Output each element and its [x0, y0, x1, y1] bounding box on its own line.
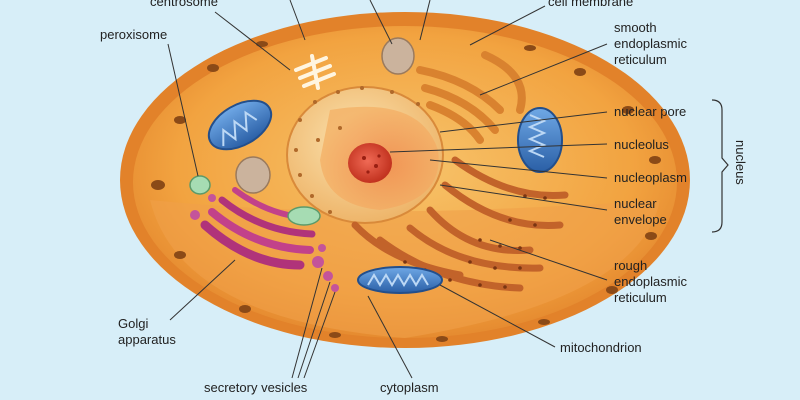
nuclear-pores — [294, 86, 420, 214]
label-mitochondrion: mitochondrion — [560, 340, 642, 355]
peroxisome-shape — [189, 175, 211, 195]
label-rough-er-line1: rough — [614, 258, 648, 273]
label-smooth-er: smooth endoplasmic reticulum — [614, 20, 687, 68]
golgi-vesicles — [190, 194, 339, 292]
label-rough-er-line2: endoplasmic — [614, 274, 687, 289]
label-cytoplasm: cytoplasm — [380, 380, 439, 395]
leader-lines — [167, 0, 608, 379]
label-smooth-er-line1: smooth — [614, 20, 657, 35]
rough-er-shape — [351, 156, 569, 292]
label-rough-er: rough endoplasmic reticulum — [614, 258, 687, 306]
vacuole-top — [381, 37, 415, 75]
label-rough-er-line3: reticulum — [614, 290, 667, 305]
label-nuclear-pore: nuclear pore — [614, 104, 687, 119]
label-centrosome: centrosome — [150, 0, 218, 9]
label-golgi-line2: apparatus — [118, 332, 176, 347]
label-peroxisome: peroxisome — [100, 27, 168, 42]
label-nucleolus: nucleolus — [614, 137, 669, 152]
centrosome-shape — [294, 54, 336, 90]
nucleolus-shape — [348, 143, 392, 183]
mitochondrion-left — [207, 99, 273, 151]
label-secretory-vesicles: secretory vesicles — [204, 380, 308, 395]
vacuole-left — [235, 156, 271, 194]
mitochondrion-bottom — [357, 266, 443, 294]
label-golgi-line1: Golgi — [118, 316, 149, 331]
label-golgi: Golgi apparatus — [118, 316, 176, 348]
mitochondrion-right — [517, 107, 563, 173]
label-cell-membrane: cell membrane — [548, 0, 634, 9]
lysosome-shape — [287, 206, 321, 226]
label-smooth-er-line3: reticulum — [614, 52, 667, 67]
label-nuclear-envelope-line1: nuclear — [614, 196, 657, 211]
label-nucleus: nucleus — [733, 140, 748, 185]
label-nuclear-envelope-line2: envelope — [614, 212, 667, 227]
label-nuclear-envelope: nuclear envelope — [614, 196, 667, 228]
smooth-er-shape — [416, 51, 526, 144]
label-smooth-er-line2: endoplasmic — [614, 36, 687, 51]
golgi-shape — [200, 187, 316, 270]
nucleus-bracket — [711, 99, 729, 233]
label-nucleoplasm: nucleoplasm — [614, 170, 687, 185]
